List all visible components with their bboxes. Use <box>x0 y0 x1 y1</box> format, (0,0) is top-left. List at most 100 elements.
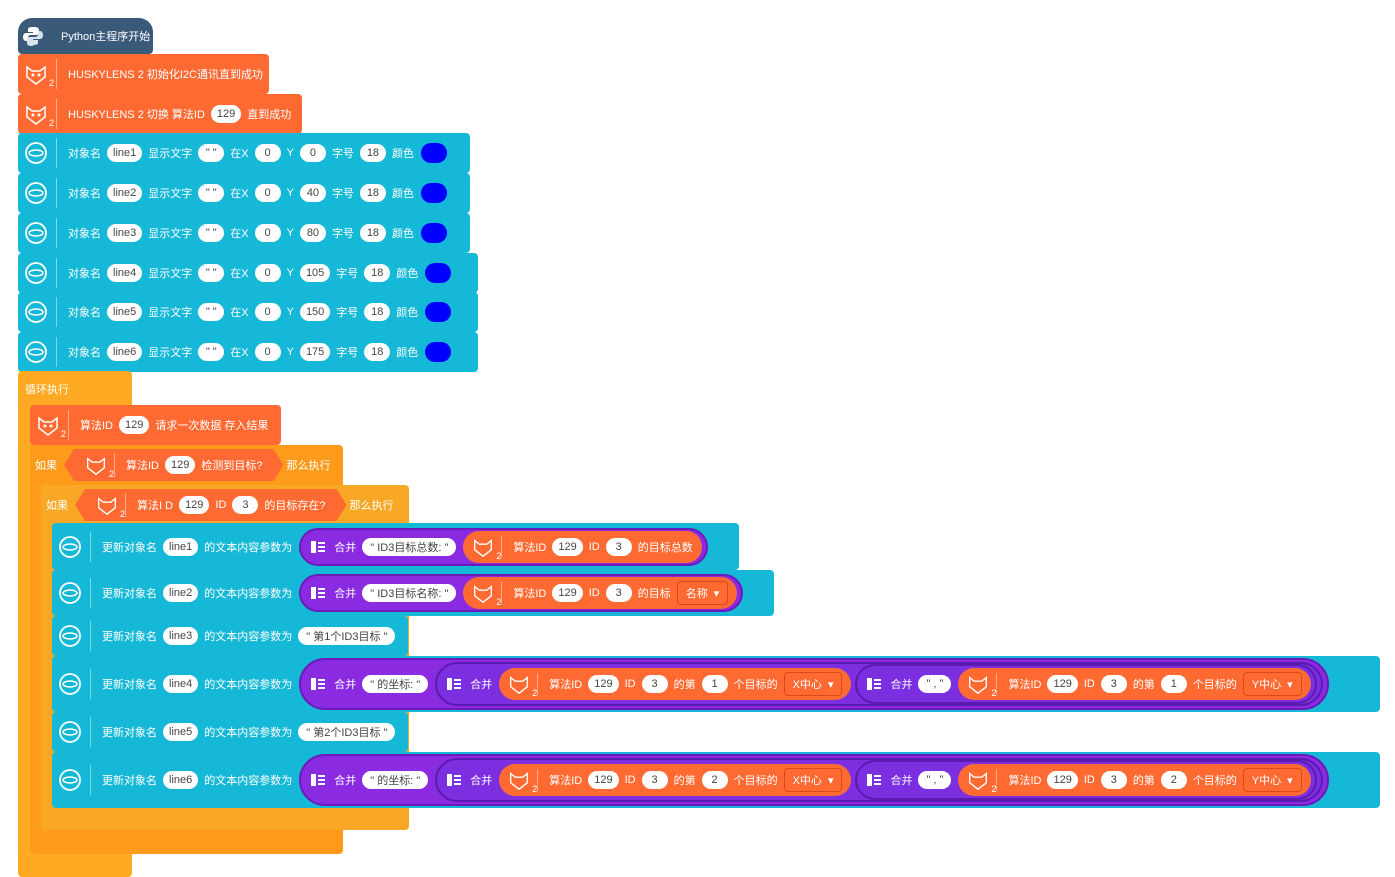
target-id-field[interactable]: 3 <box>605 584 632 602</box>
y-field[interactable]: 175 <box>299 343 331 361</box>
text-field[interactable]: " " <box>198 343 225 361</box>
object-name-field[interactable]: line2 <box>107 184 143 202</box>
algo-id-field[interactable]: 129 <box>119 416 150 434</box>
algo-id-field[interactable]: 129 <box>588 675 619 693</box>
field-dropdown[interactable]: X中心▾ <box>783 672 843 696</box>
string-field[interactable]: " ID3目标名称: " <box>362 584 457 602</box>
font-size-field[interactable]: 18 <box>359 184 386 202</box>
string-field[interactable]: " 的坐标: " <box>362 771 429 789</box>
python-start-block[interactable]: Python主程序开始 <box>18 18 153 54</box>
update-line4-block[interactable]: 更新对象名 line4 的文本内容参数为 合并 " 的坐标: " 合并 2 算法… <box>52 656 1380 712</box>
y-field[interactable]: 40 <box>299 184 326 202</box>
nested-join-block[interactable]: 合并 " , " 2 算法ID 129 ID 3 的第 1 个目标的 Y中心▾ <box>855 664 1317 704</box>
field-dropdown[interactable]: X中心▾ <box>783 768 843 792</box>
target-x-block[interactable]: 2 算法ID 129 ID 3 的第 1 个目标的 X中心▾ <box>499 668 852 700</box>
join-block[interactable]: 合并 " 的坐标: " 合并 2 算法ID 129 ID 3 的第 2 个目标的… <box>299 754 1329 806</box>
target-id-field[interactable]: 3 <box>232 496 258 514</box>
husky-init-block[interactable]: 2 HUSKYLENS 2 初始化I2C通讯直到成功 <box>18 54 269 94</box>
font-size-field[interactable]: 18 <box>364 343 391 361</box>
object-name-field[interactable]: line3 <box>163 627 199 645</box>
target-field-block[interactable]: 2 算法ID 129 ID 3 的目标 名称▾ <box>463 577 738 609</box>
x-field[interactable]: 0 <box>254 184 281 202</box>
object-name-field[interactable]: line5 <box>107 303 143 321</box>
index-field[interactable]: 1 <box>701 675 728 693</box>
target-id-field[interactable]: 3 <box>605 537 632 556</box>
husky-switch-block[interactable]: 2 HUSKYLENS 2 切换 算法ID 129 直到成功 <box>18 94 302 134</box>
color-picker[interactable] <box>420 183 447 203</box>
update-line2-block[interactable]: 更新对象名 line2 的文本内容参数为 合并 " ID3目标名称: " 2 算… <box>52 570 774 616</box>
update-line6-block[interactable]: 更新对象名 line6 的文本内容参数为 合并 " 的坐标: " 合并 2 算法… <box>52 752 1380 808</box>
join-block[interactable]: 合并 " ID3目标总数: " 2 算法ID 129 ID 3 的目标总数 <box>299 527 708 566</box>
request-data-block[interactable]: 2 算法ID 129 请求一次数据 存入结果 <box>30 405 281 445</box>
if2-condition[interactable]: 2 算法I D 129 ID 3 的目标存在? <box>75 489 347 521</box>
object-name-field[interactable]: line3 <box>107 224 143 242</box>
object-name-field[interactable]: line5 <box>163 723 199 741</box>
target-id-field[interactable]: 3 <box>641 771 668 789</box>
target-y-block[interactable]: 2 算法ID 129 ID 3 的第 1 个目标的 Y中心▾ <box>958 668 1311 700</box>
target-id-field[interactable]: 3 <box>641 675 668 693</box>
nested-join-block[interactable]: 合并 " , " 2 算法ID 129 ID 3 的第 2 个目标的 Y中心▾ <box>855 760 1317 800</box>
object-name-field[interactable]: line1 <box>107 144 143 162</box>
y-field[interactable]: 0 <box>299 144 326 162</box>
text-field[interactable]: " " <box>198 264 225 282</box>
object-name-field[interactable]: line2 <box>163 584 199 602</box>
update-line5-block[interactable]: 更新对象名 line5 的文本内容参数为 " 第2个ID3目标 " <box>52 712 408 752</box>
color-picker[interactable] <box>425 302 452 322</box>
join-block[interactable]: 合并 " ID3目标名称: " 2 算法ID 129 ID 3 的目标 名称▾ <box>299 574 744 612</box>
target-y-block[interactable]: 2 算法ID 129 ID 3 的第 2 个目标的 Y中心▾ <box>958 764 1311 796</box>
object-name-field[interactable]: line6 <box>107 343 143 361</box>
algo-id-field[interactable]: 129 <box>179 496 209 514</box>
string-field[interactable]: " ID3目标总数: " <box>362 537 457 556</box>
nested-join-block[interactable]: 合并 2 算法ID 129 ID 3 的第 2 个目标的 X中心▾ 合并 " ,… <box>435 758 1323 802</box>
algo-id-field[interactable]: 129 <box>552 537 583 556</box>
index-field[interactable]: 2 <box>701 771 728 789</box>
x-field[interactable]: 0 <box>254 343 281 361</box>
string-field[interactable]: " 第1个ID3目标 " <box>298 627 396 645</box>
field-dropdown[interactable]: Y中心▾ <box>1242 672 1302 696</box>
object-name-field[interactable]: line6 <box>163 771 199 789</box>
string-field[interactable]: " , " <box>918 675 952 693</box>
x-field[interactable]: 0 <box>254 224 281 242</box>
algo-id-field[interactable]: 129 <box>552 584 583 602</box>
if1-header[interactable]: 如果 2 算法ID 129 检测到目标? 那么执行 <box>30 445 333 485</box>
color-picker[interactable] <box>425 263 452 283</box>
target-count-block[interactable]: 2 算法ID 129 ID 3 的目标总数 <box>463 530 702 563</box>
join-block[interactable]: 合并 " 的坐标: " 合并 2 算法ID 129 ID 3 的第 1 个目标的… <box>299 658 1329 710</box>
x-field[interactable]: 0 <box>254 144 281 162</box>
update-line1-block[interactable]: 更新对象名 line1 的文本内容参数为 合并 " ID3目标总数: " 2 算… <box>52 523 739 570</box>
target-id-field[interactable]: 3 <box>1100 675 1127 693</box>
font-size-field[interactable]: 18 <box>359 144 386 162</box>
update-line3-block[interactable]: 更新对象名 line3 的文本内容参数为 " 第1个ID3目标 " <box>52 616 408 656</box>
algo-id-field[interactable]: 129 <box>165 456 195 474</box>
string-field[interactable]: " , " <box>918 771 952 789</box>
y-field[interactable]: 150 <box>299 303 331 321</box>
index-field[interactable]: 1 <box>1160 675 1187 693</box>
object-name-field[interactable]: line4 <box>107 264 143 282</box>
algo-id-field[interactable]: 129 <box>210 105 242 123</box>
field-dropdown[interactable]: 名称▾ <box>676 581 729 605</box>
object-name-field[interactable]: line4 <box>163 675 199 693</box>
color-picker[interactable] <box>420 223 447 243</box>
color-picker[interactable] <box>425 342 452 362</box>
string-field[interactable]: " 的坐标: " <box>362 675 429 693</box>
text-field[interactable]: " " <box>198 144 225 162</box>
nested-join-block[interactable]: 合并 2 算法ID 129 ID 3 的第 1 个目标的 X中心▾ 合并 " ,… <box>435 662 1323 706</box>
if1-condition[interactable]: 2 算法ID 129 检测到目标? <box>64 449 283 481</box>
font-size-field[interactable]: 18 <box>364 264 391 282</box>
algo-id-field[interactable]: 129 <box>588 771 619 789</box>
field-dropdown[interactable]: Y中心▾ <box>1242 768 1302 792</box>
text-field[interactable]: " " <box>198 303 225 321</box>
text-field[interactable]: " " <box>198 224 225 242</box>
if2-header[interactable]: 如果 2 算法I D 129 ID 3 的目标存在? 那么执行 <box>41 485 397 525</box>
target-id-field[interactable]: 3 <box>1100 771 1127 789</box>
string-field[interactable]: " 第2个ID3目标 " <box>298 723 396 741</box>
algo-id-field[interactable]: 129 <box>1047 771 1078 789</box>
font-size-field[interactable]: 18 <box>359 224 386 242</box>
target-x-block[interactable]: 2 算法ID 129 ID 3 的第 2 个目标的 X中心▾ <box>499 764 852 796</box>
x-field[interactable]: 0 <box>254 264 281 282</box>
index-field[interactable]: 2 <box>1160 771 1187 789</box>
algo-id-field[interactable]: 129 <box>1047 675 1078 693</box>
